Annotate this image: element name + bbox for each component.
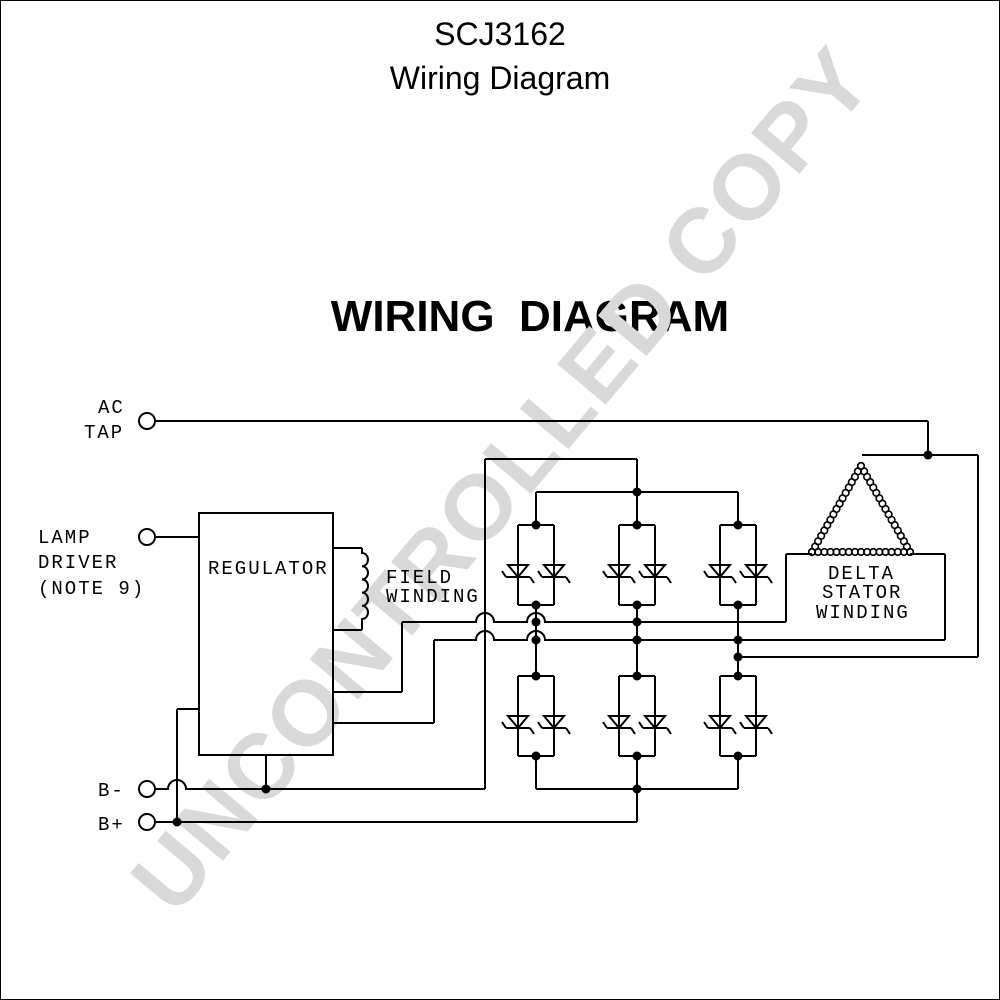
lamp-driver-label-line1: LAMP [38, 527, 92, 549]
diode-pair-upper-2 [602, 524, 672, 606]
field-winding-label-line1: FIELD [386, 567, 453, 589]
part-number-title: SCJ3162 [434, 16, 566, 52]
junction-dots [172, 450, 933, 827]
lamp-driver-terminal [138, 528, 156, 546]
field-winding-label-line2: WINDING [386, 586, 480, 608]
diode-pair-upper-3 [703, 524, 773, 606]
b-plus-label: B+ [98, 814, 125, 836]
lamp-driver-label-line2: DRIVER [38, 552, 118, 574]
wires-group [156, 420, 979, 823]
ac-tap-label-line1: AC [98, 397, 125, 419]
ac-tap-label-line2: TAP [84, 422, 124, 444]
diode-pair-lower-3 [703, 675, 773, 757]
delta-stator-winding [807, 461, 915, 557]
regulator-label: REGULATOR [208, 558, 329, 580]
diode-pair-lower-2 [602, 675, 672, 757]
stator-label-line3: WINDING [816, 602, 910, 624]
b-plus-terminal [138, 813, 156, 831]
b-minus-label: B- [98, 780, 125, 802]
stator-label-line2: STATOR [822, 582, 902, 604]
stator-coil-loop [856, 461, 866, 471]
watermark-text: UNCONTROLLED COPY [112, 29, 892, 931]
lamp-driver-label-line3: (NOTE 9) [38, 578, 145, 600]
diagram-subtitle: Wiring Diagram [389, 60, 611, 96]
diagram-heading: WIRING DIAGRAM [330, 292, 730, 341]
b-minus-terminal [138, 780, 156, 798]
diode-pair-lower-1 [501, 675, 571, 757]
stator-label-line1: DELTA [828, 563, 895, 585]
ac-tap-terminal [138, 412, 156, 430]
